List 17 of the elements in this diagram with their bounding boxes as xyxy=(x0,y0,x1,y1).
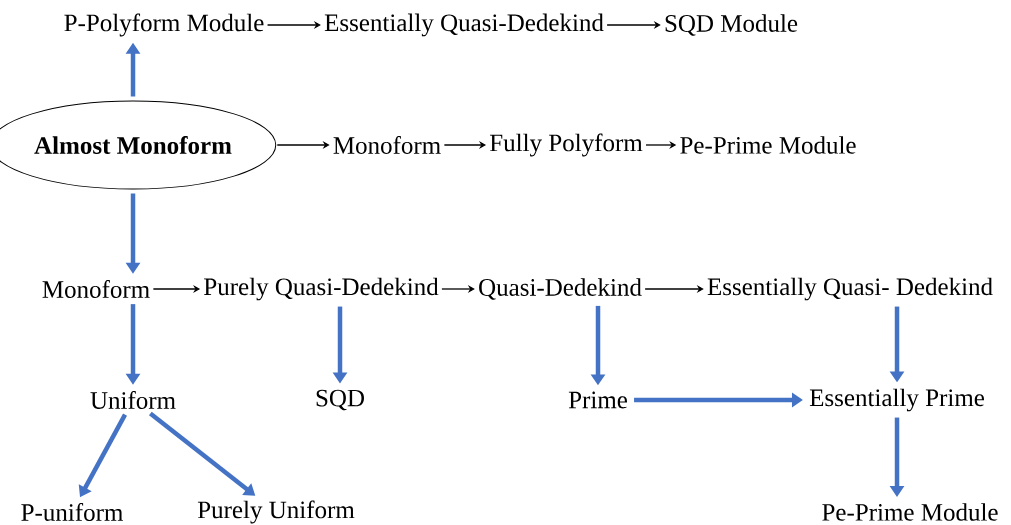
term-text: Purely Quasi-Dedekind xyxy=(204,277,439,301)
term-text: SQD Module xyxy=(665,14,798,36)
term-text: Essentially Quasi- Dedekind xyxy=(707,277,993,301)
term-text: P-uniform xyxy=(21,503,123,521)
term-text: Pe-Prime Module xyxy=(822,503,998,521)
term-text: Essentially Quasi-Dedekind xyxy=(324,13,604,37)
term-text: Prime xyxy=(568,391,627,409)
term-text: Pe-Prime Module xyxy=(680,136,856,154)
term-text: Monoform xyxy=(333,136,441,154)
term-text: Essentially Prime xyxy=(809,388,984,412)
term-text: P-Polyform Module xyxy=(64,13,264,37)
term-text: Purely Uniform xyxy=(197,500,355,524)
term-text: Quasi-Dedekind xyxy=(479,278,642,300)
term-text: Monoform xyxy=(42,280,150,298)
term-text: Fully Polyform xyxy=(490,133,643,157)
term-text: Uniform xyxy=(90,391,176,409)
term-text: SQD xyxy=(316,389,364,411)
